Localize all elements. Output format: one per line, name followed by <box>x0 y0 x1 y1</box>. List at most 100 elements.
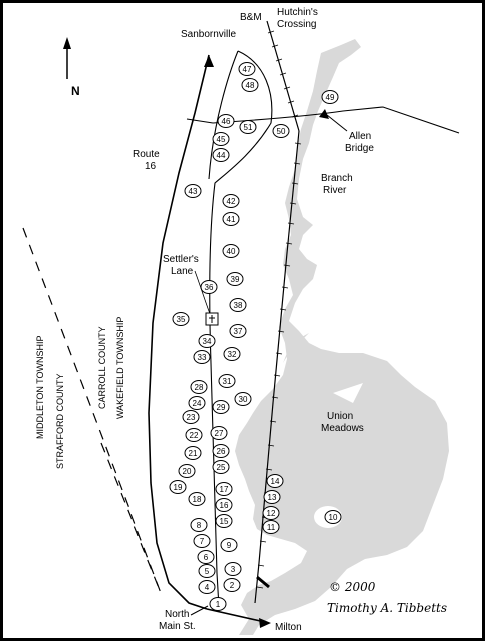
site-oval <box>229 324 247 338</box>
site-number: 17 <box>220 485 229 494</box>
site-number: 42 <box>227 197 236 206</box>
route16-line2: 16 <box>145 161 157 172</box>
site-oval <box>212 400 230 414</box>
site-marker: 3 <box>224 562 242 576</box>
author-label: Timothy A. Tibbetts <box>327 601 447 615</box>
site-number: 23 <box>187 413 196 422</box>
site-number: 35 <box>177 315 186 324</box>
site-number: 47 <box>243 65 252 74</box>
site-oval <box>229 298 247 312</box>
site-marker: 9 <box>220 538 238 552</box>
allen-bridge-line1: Allen <box>349 131 371 142</box>
site-number: 36 <box>205 283 214 292</box>
sanbornville-arrow-icon <box>204 55 214 67</box>
site-marker: 34 <box>198 334 216 348</box>
site-oval <box>188 492 206 506</box>
site-oval <box>215 498 233 512</box>
site-marker: 32 <box>223 347 241 361</box>
site-number: 26 <box>217 447 226 456</box>
north-main-line1: North <box>165 609 189 620</box>
site-marker: 29 <box>212 400 230 414</box>
site-oval <box>200 280 218 294</box>
site-number: 13 <box>268 493 277 502</box>
site-number: 6 <box>204 553 209 562</box>
site-oval <box>190 518 208 532</box>
site-marker: 42 <box>222 194 240 208</box>
site-number: 14 <box>271 477 280 486</box>
hutchins-line1: Hutchin's <box>277 7 318 18</box>
site-marker: 5 <box>198 564 216 578</box>
site-marker: 41 <box>222 212 240 226</box>
strafford-label: STRAFFORD COUNTY <box>55 374 65 470</box>
site-oval <box>218 374 236 388</box>
site-marker: 15 <box>215 514 233 528</box>
site-marker: 24 <box>188 396 206 410</box>
site-marker: 45 <box>212 132 230 146</box>
site-oval <box>185 428 203 442</box>
site-marker: 10 <box>324 510 342 524</box>
site-marker: 14 <box>266 474 284 488</box>
site-oval <box>198 564 216 578</box>
site-number: 16 <box>220 501 229 510</box>
site-number: 20 <box>183 467 192 476</box>
site-oval <box>212 460 230 474</box>
union-meadows-line2: Meadows <box>321 423 364 434</box>
site-marker: 44 <box>212 148 230 162</box>
branch-river-line1: Branch <box>321 173 353 184</box>
site-oval <box>220 538 238 552</box>
site-oval <box>241 78 259 92</box>
site-marker: 2 <box>223 578 241 592</box>
site-oval <box>222 244 240 258</box>
site-oval <box>223 578 241 592</box>
site-oval <box>210 426 228 440</box>
site-number: 9 <box>227 541 232 550</box>
site-oval <box>234 392 252 406</box>
site-marker: 50 <box>272 124 290 138</box>
allen-bridge-line2: Bridge <box>345 143 374 154</box>
site-marker: 48 <box>241 78 259 92</box>
site-oval <box>212 132 230 146</box>
site-marker: 21 <box>184 446 202 460</box>
site-marker: 12 <box>262 506 280 520</box>
arrows <box>190 55 348 628</box>
settlers-lane-line1: Settler's <box>163 254 199 265</box>
site-number: 4 <box>205 583 210 592</box>
site-oval <box>212 148 230 162</box>
site-number: 12 <box>267 509 276 518</box>
site-number: 31 <box>223 377 232 386</box>
site-number: 15 <box>220 517 229 526</box>
site-oval <box>324 510 342 524</box>
site-marker: 1 <box>209 597 227 611</box>
allen-bridge-arrow-icon <box>319 109 329 119</box>
site-oval <box>262 506 280 520</box>
site-number: 37 <box>234 327 243 336</box>
site-oval <box>184 184 202 198</box>
site-oval <box>212 444 230 458</box>
union-meadows-line1: Union <box>327 411 353 422</box>
site-oval <box>198 580 216 594</box>
sanbornville-label: Sanbornville <box>181 29 236 40</box>
site-number: 50 <box>277 127 286 136</box>
site-oval <box>222 194 240 208</box>
site-number: 46 <box>222 117 231 126</box>
site-marker: 43 <box>184 184 202 198</box>
middleton-label: MIDDLETON TOWNSHIP <box>35 335 45 439</box>
milton-label: Milton <box>275 622 302 633</box>
site-number: 18 <box>193 495 202 504</box>
site-number: 7 <box>200 537 205 546</box>
site-marker: 19 <box>169 480 187 494</box>
cross-marker-icon <box>205 312 219 326</box>
site-number: 30 <box>239 395 248 404</box>
boundary-lines <box>22 227 162 594</box>
site-number: 8 <box>197 521 202 530</box>
copyright-label: © 2000 <box>329 580 376 594</box>
settlers-lane-line2: Lane <box>171 266 194 277</box>
site-number: 10 <box>329 513 338 522</box>
site-marker: 30 <box>234 392 252 406</box>
site-oval <box>272 124 290 138</box>
site-number: 43 <box>189 187 198 196</box>
site-marker: 38 <box>229 298 247 312</box>
site-marker: 8 <box>190 518 208 532</box>
site-marker: 4 <box>198 580 216 594</box>
